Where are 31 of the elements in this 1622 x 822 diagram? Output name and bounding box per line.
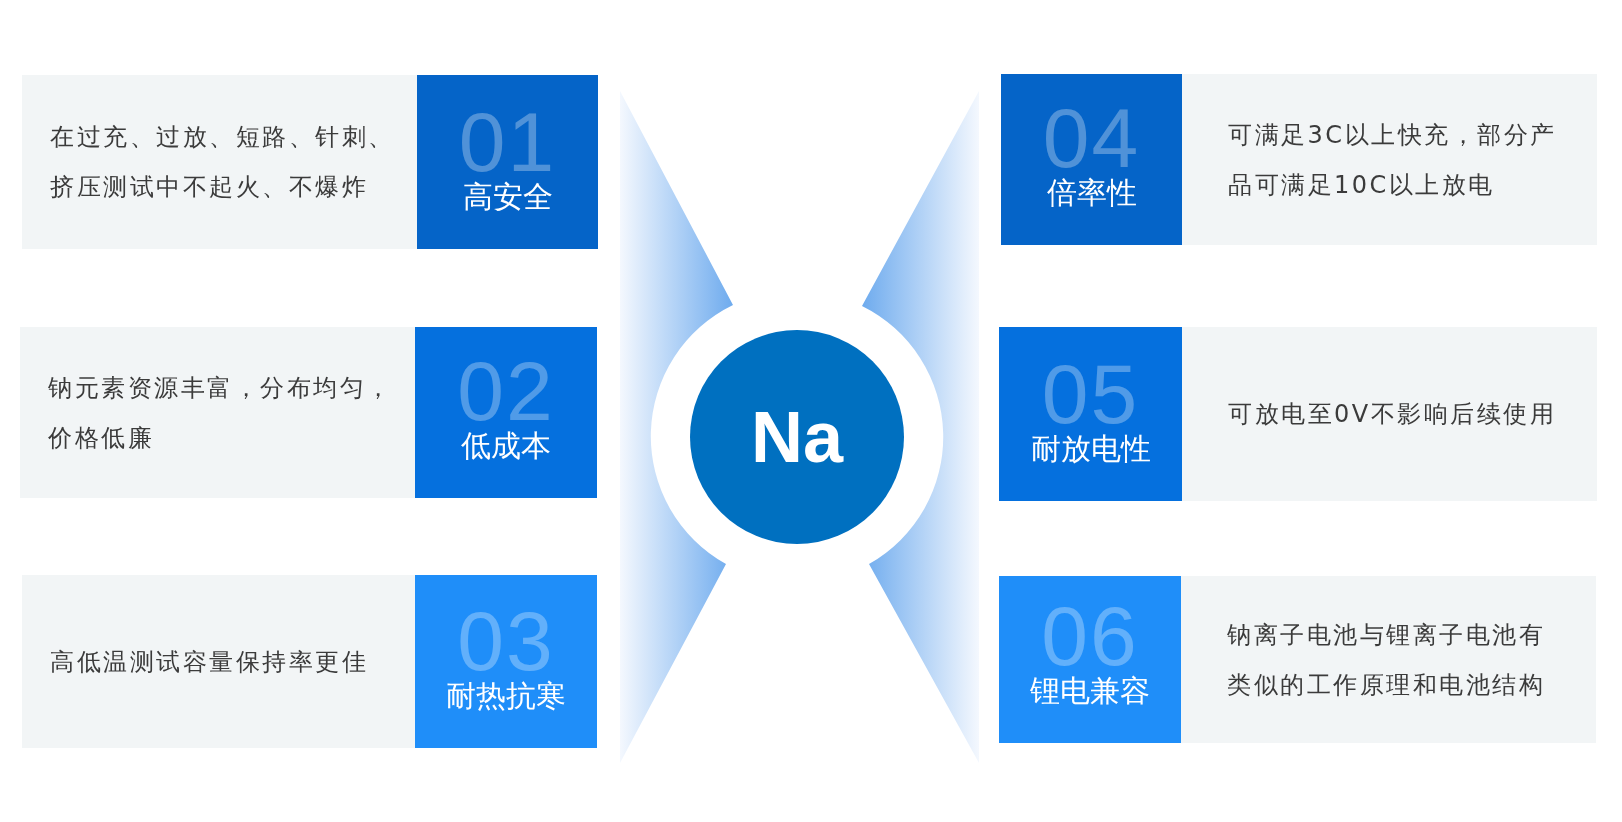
feature-tile: [417, 75, 598, 249]
feature-title: 耐热抗寒: [446, 678, 566, 714]
index-numeral: 06: [1041, 605, 1139, 669]
description-panel: [1182, 327, 1597, 501]
index-numeral: 02: [457, 360, 555, 424]
feature-tile: [415, 327, 597, 498]
feature-title: 耐放电性: [1030, 431, 1151, 467]
description-panel: [22, 575, 415, 748]
description-panel: [20, 327, 415, 498]
feature-tile: [999, 327, 1182, 501]
description-panel: [1182, 74, 1597, 245]
description-text: 钠离子电池与锂离子电池有类似的工作原理和电池结构: [1227, 619, 1546, 701]
description-text: 钠元素资源丰富，分布均匀，价格低廉: [48, 372, 394, 454]
feature-title: 倍率性: [1046, 175, 1137, 211]
feature-tile: [415, 575, 597, 748]
description-panel: [22, 75, 417, 249]
description-text: 可满足3C以上快充，部分产品可满足10C以上放电: [1228, 119, 1558, 201]
feature-title: 高安全: [462, 179, 553, 215]
description-text: 高低温测试容量保持率更佳: [50, 646, 368, 678]
feature-tile: [999, 576, 1181, 743]
index-numeral: 04: [1042, 107, 1141, 171]
index-numeral: 05: [1041, 363, 1140, 427]
index-numeral: 01: [458, 111, 557, 175]
feature-title: 低成本: [461, 428, 551, 464]
feature-tile: [1001, 74, 1182, 245]
description-panel: [1181, 576, 1596, 743]
feature-title: 锂电兼容: [1030, 673, 1150, 709]
description-text: 在过充、过放、短路、针刺、挤压测试中不起火、不爆炸: [50, 122, 396, 203]
element-symbol: Na: [750, 401, 843, 473]
index-numeral: 03: [457, 610, 555, 674]
description-text: 可放电至0V不影响后续使用: [1228, 399, 1557, 430]
